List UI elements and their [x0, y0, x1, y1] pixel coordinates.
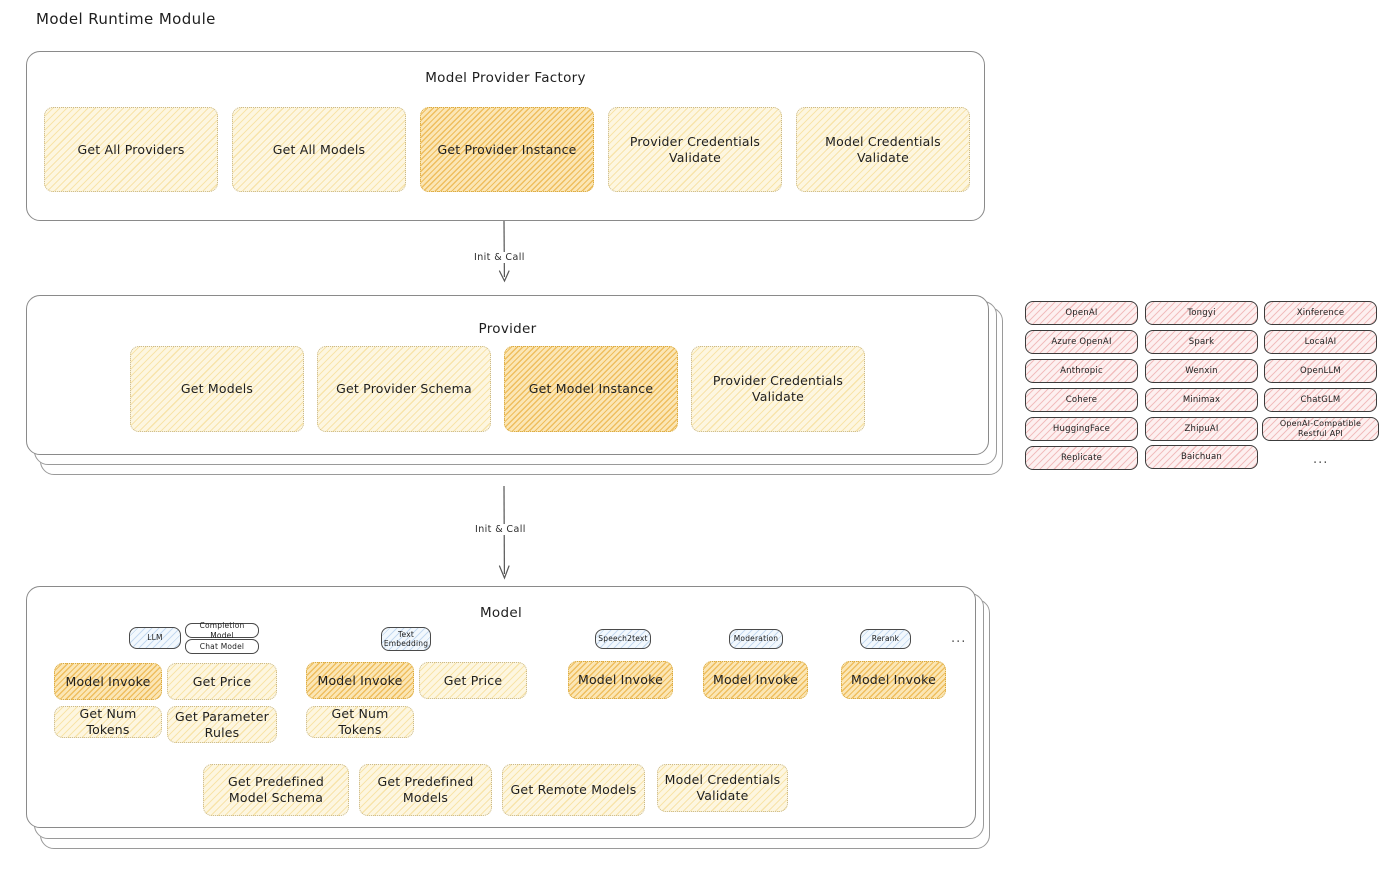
provider-list-more-ellipsis: ...: [1313, 452, 1329, 467]
provider-chip-spark[interactable]: Spark: [1145, 330, 1258, 354]
factory-box-provider-credentials-validate[interactable]: Provider Credentials Validate: [608, 107, 782, 192]
model-common-get-predefined-model-schema[interactable]: Get Predefined Model Schema: [203, 764, 349, 816]
connector-arrow-2-label: Init & Call: [471, 524, 530, 535]
factory-box-get-provider-instance[interactable]: Get Provider Instance: [420, 107, 594, 192]
provider-chip-openllm[interactable]: OpenLLM: [1264, 359, 1377, 383]
model-type-badge-speech2text[interactable]: Speech2text: [595, 629, 651, 649]
factory-box-get-all-providers[interactable]: Get All Providers: [44, 107, 218, 192]
text-embedding-method-get-num-tokens[interactable]: Get Num Tokens: [306, 706, 414, 738]
provider-chip-localai[interactable]: LocalAI: [1264, 330, 1377, 354]
connector-arrow-1: [498, 220, 510, 283]
provider-chip-openai[interactable]: OpenAI: [1025, 301, 1138, 325]
provider-box-provider-credentials-validate[interactable]: Provider Credentials Validate: [691, 346, 865, 432]
model-type-badge-llm[interactable]: LLM: [129, 627, 181, 649]
text-embedding-method-get-price[interactable]: Get Price: [419, 662, 527, 699]
provider-chip-tongyi[interactable]: Tongyi: [1145, 301, 1258, 325]
model-type-badge-rerank[interactable]: Rerank: [860, 629, 911, 649]
factory-box-model-credentials-validate[interactable]: Model Credentials Validate: [796, 107, 970, 192]
provider-chip-chatglm[interactable]: ChatGLM: [1264, 388, 1377, 412]
model-type-subbadge-completion-model[interactable]: Completion Model: [185, 621, 259, 640]
model-card: [26, 586, 976, 828]
llm-method-get-price[interactable]: Get Price: [167, 663, 277, 700]
provider-chip-zhipuai[interactable]: ZhipuAI: [1145, 417, 1258, 441]
provider-chip-replicate[interactable]: Replicate: [1025, 446, 1138, 470]
provider-chip-huggingface[interactable]: HuggingFace: [1025, 417, 1138, 441]
llm-method-get-parameter-rules[interactable]: Get Parameter Rules: [167, 706, 277, 743]
provider-box-get-provider-schema[interactable]: Get Provider Schema: [317, 346, 491, 432]
provider-chip-azure-openai[interactable]: Azure OpenAI: [1025, 330, 1138, 354]
model-title: Model: [479, 605, 523, 621]
model-type-badge-moderation[interactable]: Moderation: [729, 629, 783, 649]
provider-chip-anthropic[interactable]: Anthropic: [1025, 359, 1138, 383]
page-title: Model Runtime Module: [36, 10, 216, 28]
connector-arrow-2: [498, 485, 510, 580]
model-types-more-ellipsis: ...: [951, 631, 967, 646]
model-common-get-predefined-models[interactable]: Get Predefined Models: [359, 764, 492, 816]
model-type-badge-text-embedding[interactable]: Text Embedding: [381, 627, 431, 651]
llm-method-get-num-tokens[interactable]: Get Num Tokens: [54, 706, 162, 738]
provider-box-get-model-instance[interactable]: Get Model Instance: [504, 346, 678, 432]
model-provider-factory-title: Model Provider Factory: [425, 70, 586, 86]
provider-chip-xinference[interactable]: Xinference: [1264, 301, 1377, 325]
model-common-model-credentials-validate[interactable]: Model Credentials Validate: [657, 764, 788, 812]
model-common-get-remote-models[interactable]: Get Remote Models: [502, 764, 645, 816]
factory-box-get-all-models[interactable]: Get All Models: [232, 107, 406, 192]
provider-chip-minimax[interactable]: Minimax: [1145, 388, 1258, 412]
moderation-method-model-invoke[interactable]: Model Invoke: [703, 661, 808, 699]
connector-arrow-1-label: Init & Call: [470, 252, 529, 263]
provider-chip-wenxin[interactable]: Wenxin: [1145, 359, 1258, 383]
model-type-subbadge-chat-model[interactable]: Chat Model: [185, 639, 259, 654]
rerank-method-model-invoke[interactable]: Model Invoke: [841, 661, 946, 699]
provider-title: Provider: [478, 321, 537, 337]
speech2text-method-model-invoke[interactable]: Model Invoke: [568, 661, 673, 699]
llm-method-model-invoke[interactable]: Model Invoke: [54, 663, 162, 700]
provider-chip-baichuan[interactable]: Baichuan: [1145, 445, 1258, 469]
provider-box-get-models[interactable]: Get Models: [130, 346, 304, 432]
text-embedding-method-model-invoke[interactable]: Model Invoke: [306, 662, 414, 699]
provider-chip-cohere[interactable]: Cohere: [1025, 388, 1138, 412]
provider-chip-openai-compatible-restful-api[interactable]: OpenAI-Compatible Restful API: [1262, 417, 1379, 441]
